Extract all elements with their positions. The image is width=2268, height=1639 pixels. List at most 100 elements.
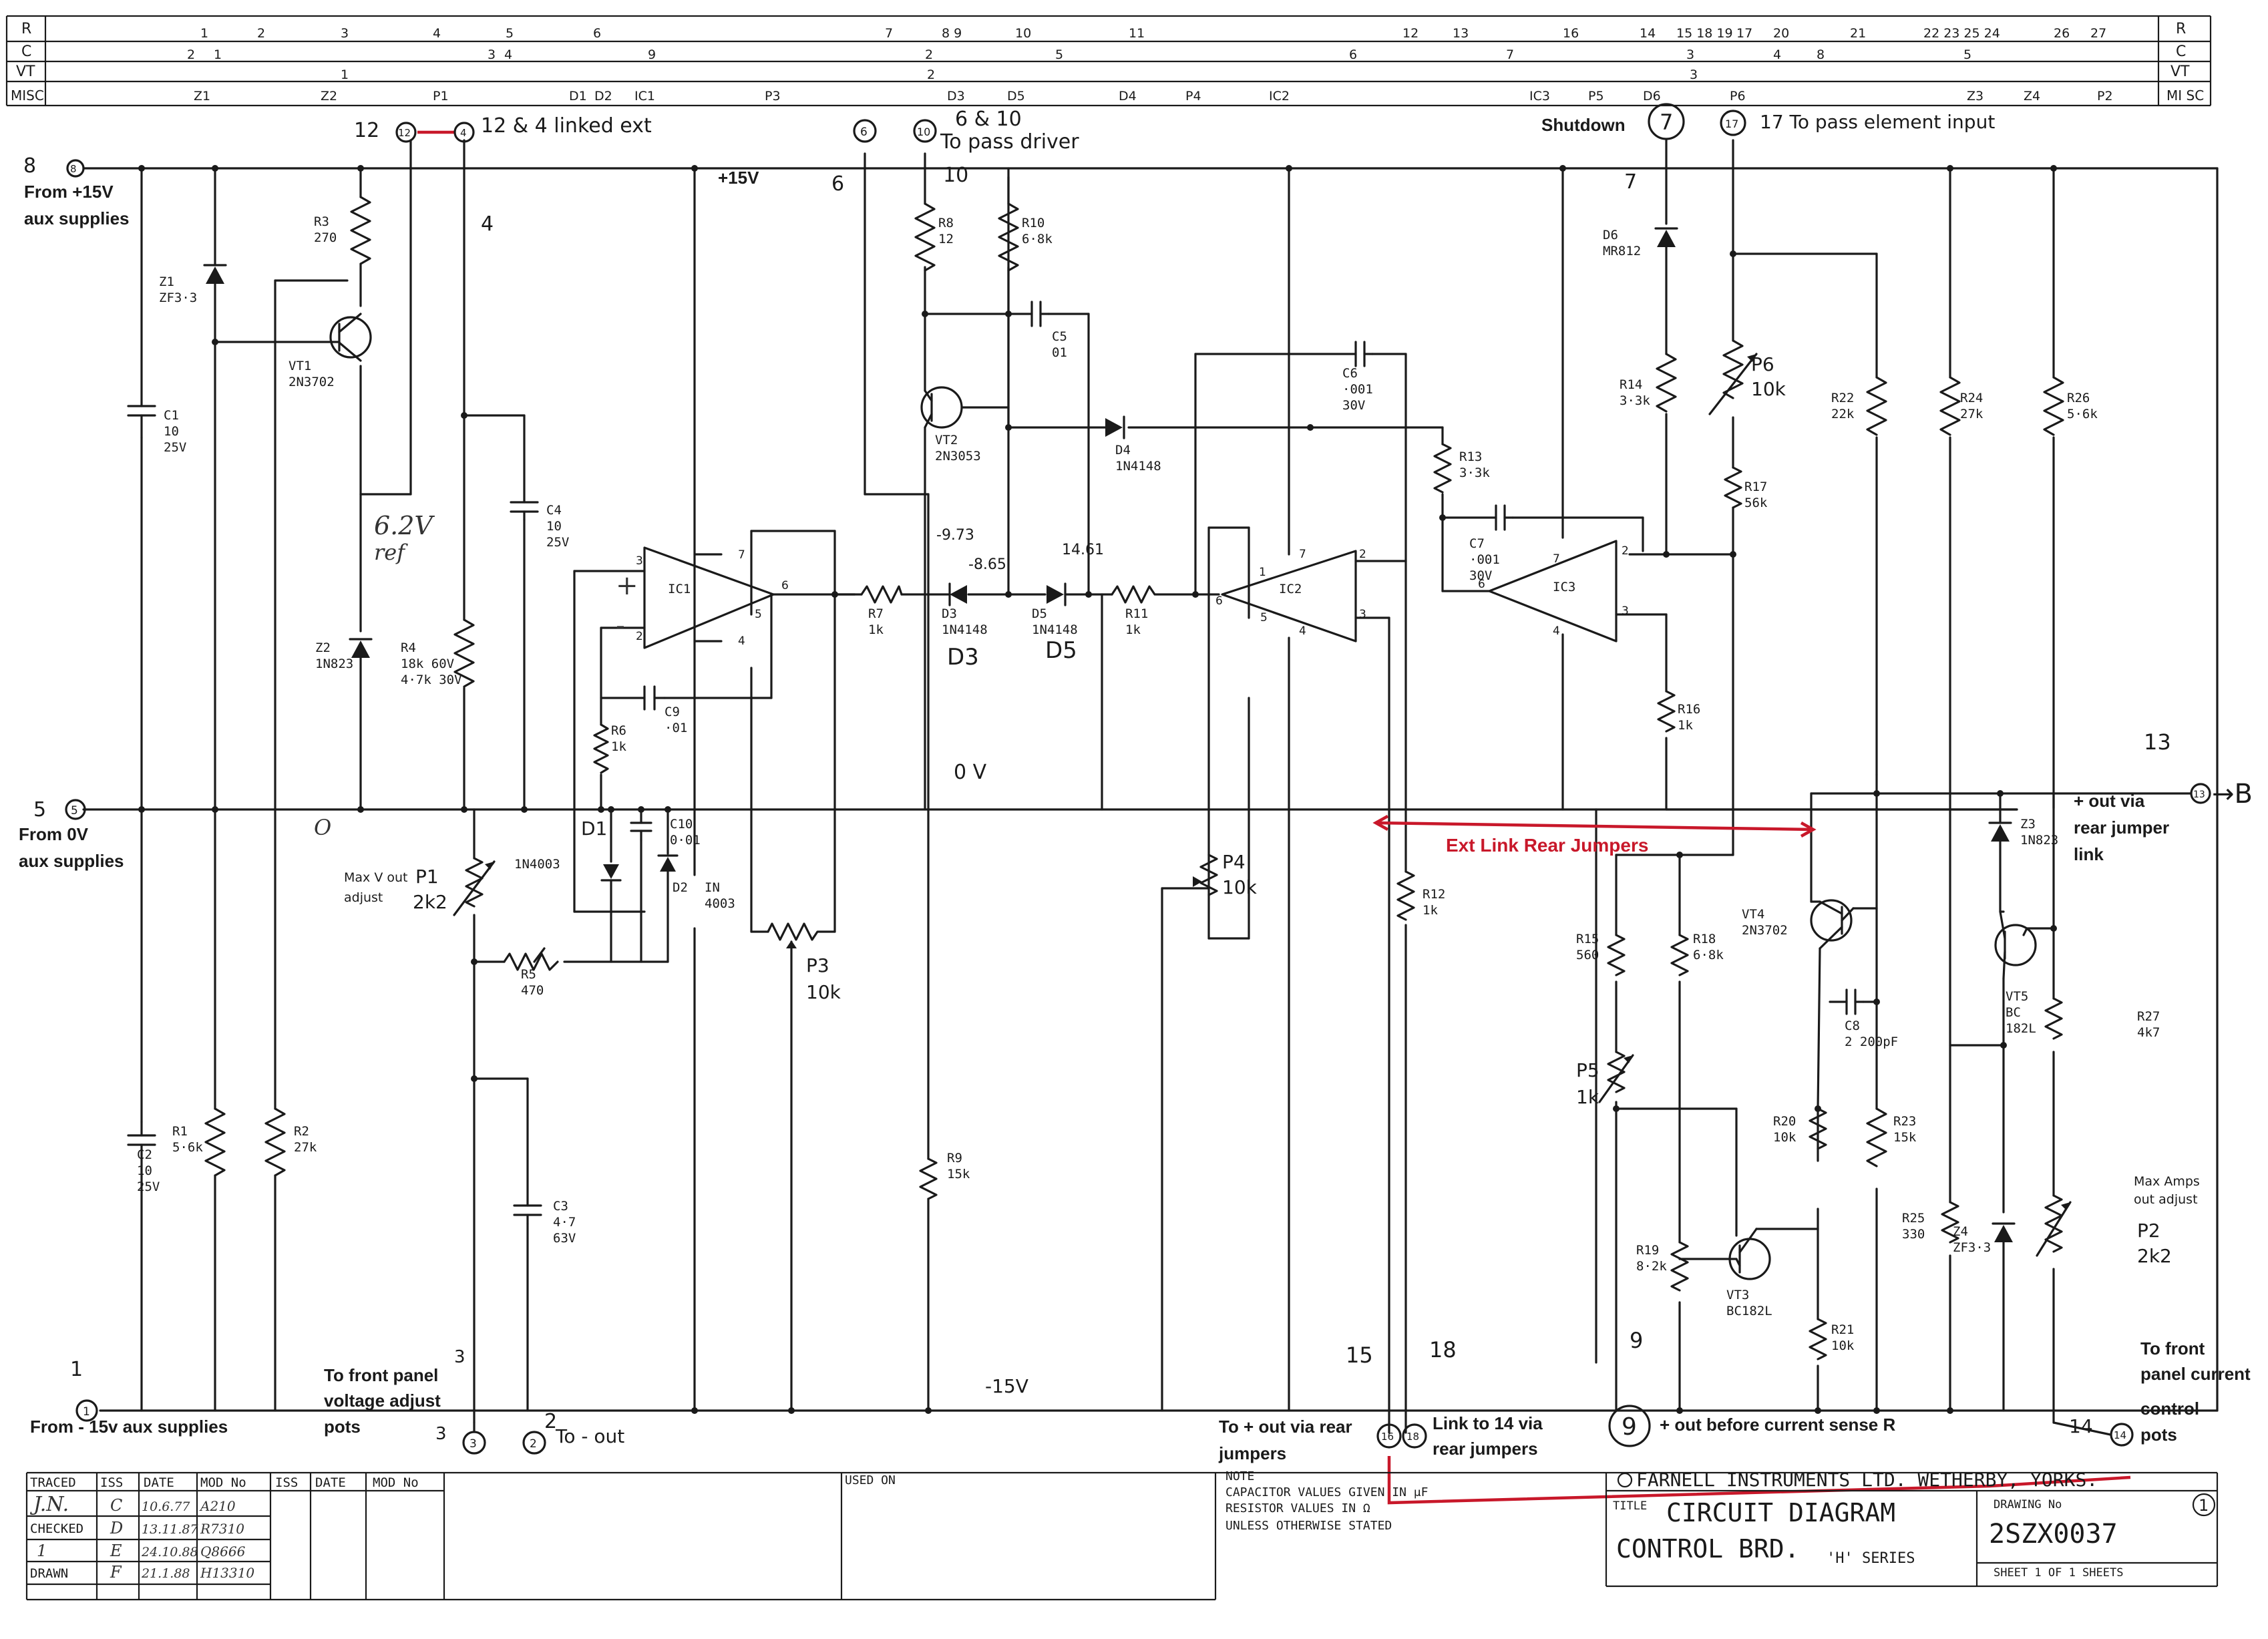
capacitor-c2 <box>127 1121 156 1155</box>
component-label-r11: 1k <box>1125 622 1141 637</box>
power-rails <box>82 167 2219 1412</box>
resistor-r2 <box>264 1107 286 1177</box>
capacitor-c8 <box>1845 988 1865 1015</box>
front-current-label: control <box>2140 1399 2199 1419</box>
title-label: TITLE <box>1613 1499 1647 1513</box>
grid-r-cell: 15 18 19 <box>1676 26 1733 41</box>
component-label-r18: R18 <box>1693 932 1716 946</box>
component-label-d5: 1N4148 <box>1032 622 1078 637</box>
component-label-r24: R24 <box>1960 391 1983 405</box>
zener-z4 <box>1992 1222 2016 1242</box>
diode-d5 <box>1047 582 1067 606</box>
big-label: D3 <box>947 644 979 671</box>
component-label-c9: ·01 <box>665 721 687 735</box>
component-label-r5: R5 <box>521 967 536 982</box>
note-line: RESISTOR VALUES IN Ω <box>1225 1501 1370 1515</box>
component-label-r2: 27k <box>294 1140 317 1155</box>
big-label: 2k2 <box>2137 1245 2172 1267</box>
components <box>127 196 2072 1360</box>
component-label-r16: R16 <box>1678 702 1700 717</box>
grid-right-label: C <box>2176 43 2186 60</box>
opamp-pin-number: 5 <box>755 608 762 621</box>
node-label: 15 <box>1346 1342 1373 1368</box>
diode-d3 <box>948 582 967 606</box>
aux-supplies-label: aux supplies <box>19 851 124 871</box>
diode-d2 <box>657 854 679 872</box>
node-label: 3 <box>454 1347 465 1367</box>
node-label: 14 <box>2069 1415 2093 1437</box>
terminal-7: 7 <box>1648 103 1685 140</box>
node-label: 5 <box>33 798 46 822</box>
resistor-r5 <box>503 952 559 971</box>
component-label-r10: R10 <box>1022 216 1045 230</box>
grid-r-cell: 6 <box>593 26 601 41</box>
component-label-r16: 1k <box>1678 718 1693 733</box>
component-label-r3: 270 <box>314 230 337 245</box>
voltage-reading: -8.65 <box>968 556 1006 573</box>
svg-text:4: 4 <box>460 127 467 139</box>
grid-vt-cell: 1 <box>341 67 349 82</box>
grid-misc-cell: D3 <box>947 89 965 104</box>
component-label-r22: R22 <box>1831 391 1854 405</box>
svg-text:8: 8 <box>70 163 77 175</box>
grid-vt-cell: 2 <box>927 67 935 82</box>
grid-r-cell: 2 <box>257 26 265 41</box>
grid-r-cell: 26 <box>2054 26 2070 41</box>
svg-text:16: 16 <box>1381 1431 1394 1443</box>
component-label-r27: 4k7 <box>2137 1025 2160 1040</box>
grid-c-cell: 1 <box>214 47 222 62</box>
pot-p1 <box>465 857 484 908</box>
opamp-pin-number: 7 <box>738 548 745 562</box>
grid-c-cell: 4 <box>1773 47 1781 62</box>
resistor-r12 <box>1396 870 1415 921</box>
pot-p4 <box>1199 854 1218 896</box>
opamp-pin-number: 5 <box>1260 611 1268 624</box>
resistor-r19 <box>1670 1241 1689 1292</box>
ext-link-line <box>1375 821 1814 832</box>
component-label-r10: 6·8k <box>1022 232 1053 246</box>
resistor-r3 <box>350 196 371 265</box>
grid-right-label: VT <box>2170 63 2190 80</box>
from0v-label: From 0V <box>19 824 89 844</box>
component-label-c7: C7 <box>1469 536 1485 551</box>
opamp-ic2 <box>1221 550 1357 643</box>
component-label-r5: 470 <box>521 983 544 998</box>
plus15v-label: +15V <box>718 168 759 188</box>
component-label-c4: 10 <box>546 519 562 534</box>
component-label-r18: 6·8k <box>1693 948 1724 962</box>
big-label: P4 <box>1222 851 1246 873</box>
handwritten-minus: - <box>616 610 625 641</box>
grid-r-cell: 10 <box>1015 26 1031 41</box>
grid-c-cell: 7 <box>1506 47 1514 62</box>
opamp-pin-number: 2 <box>636 630 643 643</box>
grid-c-cell: 9 <box>648 47 656 62</box>
component-label-r23: 15k <box>1893 1130 1917 1145</box>
opamp-pin-number: 2 <box>1622 544 1629 558</box>
resistor-r26 <box>2043 376 2064 436</box>
diode-d1 <box>600 864 622 882</box>
svg-text:18: 18 <box>1406 1431 1419 1443</box>
component-label-c6: C6 <box>1342 366 1358 381</box>
ext-link-label: Ext Link Rear Jumpers <box>1446 835 1648 856</box>
component-label-r23: R23 <box>1893 1114 1916 1129</box>
capacitor-c9 <box>643 685 666 711</box>
opamp-pin-number: 4 <box>738 634 745 648</box>
grid-misc-cell: Z2 <box>321 89 337 104</box>
component-labels: R3270Z1ZF3·3VT12N3702C11025VC41025VZ21N8… <box>137 214 2160 1353</box>
grid-misc-cell: IC3 <box>1529 89 1550 104</box>
component-label-r26: 5·6k <box>2067 407 2098 421</box>
pot-p3 <box>767 922 819 941</box>
svg-text:2: 2 <box>530 1437 537 1451</box>
grid-r-cell: 27 <box>2090 26 2106 41</box>
grid-misc-cell: D6 <box>1643 89 1661 104</box>
component-label-n4003a: 1N4003 <box>514 857 560 872</box>
drawing-number: 2SZX0037 <box>1989 1519 2118 1550</box>
opamp-pin-number: 3 <box>636 554 643 568</box>
resistor-r6 <box>593 723 609 774</box>
ext-link-annotation <box>417 130 2131 1505</box>
svg-text:9: 9 <box>1622 1413 1637 1441</box>
resistor-r16 <box>1657 690 1676 733</box>
rev-cell: 21.1.88 <box>141 1566 190 1581</box>
